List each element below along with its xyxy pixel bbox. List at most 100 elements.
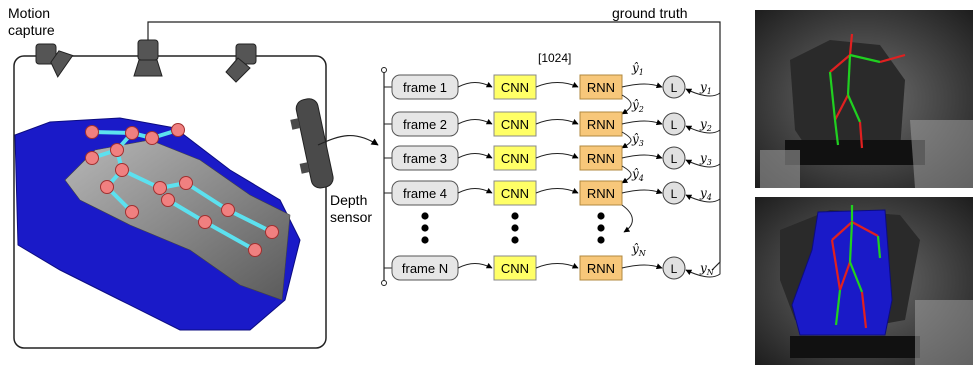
cnn-box — [493, 145, 537, 171]
rnn-to-loss-arrow — [621, 188, 663, 195]
depth-sensor-label-line2: sensor — [330, 209, 372, 225]
skeleton-bone — [848, 261, 864, 293]
rnn-label: RNN — [587, 117, 615, 132]
joint-marker — [265, 225, 279, 239]
frame-label: frame 3 — [403, 151, 447, 166]
joint-marker — [198, 215, 212, 229]
recurrent-arrow — [621, 165, 632, 184]
loss-node — [662, 112, 686, 136]
skeleton-bone — [846, 54, 852, 96]
loss-node — [662, 181, 686, 205]
loss-label: L — [671, 152, 678, 166]
skeleton-bone — [879, 53, 906, 64]
ellipsis-dot — [421, 224, 429, 232]
recurrent-arrow — [621, 131, 632, 149]
cnn-box — [493, 180, 537, 206]
depth-photo-top — [755, 10, 973, 188]
joint-marker — [85, 151, 99, 165]
cnn-to-rnn-arrow — [535, 82, 579, 88]
rnn-box — [579, 111, 623, 137]
target-label: yN — [699, 261, 715, 277]
skeleton-bone — [834, 94, 849, 121]
depth-photo-bottom — [755, 197, 973, 365]
cnn-to-rnn-arrow — [535, 153, 579, 159]
rnn-label: RNN — [587, 261, 615, 276]
rnn-box — [579, 255, 623, 281]
bone — [184, 181, 230, 212]
cnn-label: CNN — [501, 151, 529, 166]
frames-ellipsis — [421, 212, 429, 244]
joint-marker — [145, 131, 159, 145]
prediction-label: ŷ3 — [631, 132, 644, 148]
joint-marker — [110, 143, 124, 157]
target-label: y2 — [699, 117, 712, 133]
ground-truth-cable — [147, 21, 721, 271]
bracket-end-top — [381, 67, 387, 73]
joint-marker — [125, 205, 139, 219]
ground-truth-label: ground truth — [612, 5, 688, 21]
frame-to-cnn-arrow — [457, 81, 493, 88]
joint-marker — [153, 181, 167, 195]
bone — [120, 168, 162, 190]
rnn-label: RNN — [587, 186, 615, 201]
rnn-to-loss-arrow — [621, 119, 663, 126]
skeleton-bone — [830, 239, 842, 291]
cnn-to-rnn-arrow — [535, 188, 579, 194]
skeleton-bone — [858, 121, 864, 149]
prediction-label: ŷ1 — [631, 61, 644, 77]
prediction-label: ŷN — [631, 242, 647, 258]
joint-marker — [85, 125, 99, 139]
motion-capture-label-line2: capture — [8, 22, 55, 38]
motion-capture-label-line1: Motion — [8, 5, 50, 21]
frame-label: frame N — [402, 261, 448, 276]
rnn-ellipsis — [597, 212, 605, 244]
skeleton-bone — [829, 54, 851, 73]
depth-sensor-label-line1: Depth — [330, 192, 367, 208]
frame-to-cnn-arrow — [457, 187, 493, 194]
skeleton-bone — [833, 119, 840, 146]
ellipsis-dot — [597, 224, 605, 232]
skeleton-bone — [838, 261, 852, 291]
pipeline-row: frame 3 CNN RNN Lŷ3 y3 — [384, 132, 721, 184]
prediction-label: ŷ4 — [631, 167, 644, 183]
ellipsis-dot — [511, 236, 519, 244]
cnn-label: CNN — [501, 186, 529, 201]
joint-marker — [125, 126, 139, 140]
rnn-label: RNN — [587, 151, 615, 166]
target-to-loss-arrow — [685, 256, 721, 278]
frame-label: frame 1 — [403, 80, 447, 95]
cnn-box — [493, 255, 537, 281]
camera-icon — [35, 43, 74, 78]
loss-node — [662, 256, 686, 280]
recurrent-arrow — [621, 204, 633, 233]
rnn-to-loss-arrow — [621, 153, 663, 160]
camera-icon — [133, 39, 163, 77]
rnn-label: RNN — [587, 80, 615, 95]
target-label: y1 — [699, 80, 712, 96]
cnn-ellipsis — [511, 212, 519, 244]
camera-icon — [225, 43, 257, 83]
ellipsis-dot — [511, 224, 519, 232]
frame-to-cnn-arrow — [457, 262, 493, 269]
loss-label: L — [671, 187, 678, 201]
skeleton-bone — [849, 53, 881, 64]
loss-node — [662, 75, 686, 99]
joint-marker — [179, 176, 193, 190]
joint-marker — [221, 203, 235, 217]
target-label: y3 — [699, 151, 712, 167]
joint-marker — [248, 243, 262, 257]
bone — [166, 198, 207, 224]
loss-label: L — [671, 118, 678, 132]
body-joints — [85, 123, 279, 257]
ellipsis-dot — [421, 236, 429, 244]
loss-node — [662, 146, 686, 170]
cnn-label: CNN — [501, 261, 529, 276]
depth-to-frames-arrow — [317, 134, 379, 146]
bracket-end-bottom — [381, 280, 387, 286]
skeleton-bone — [851, 221, 879, 237]
cnn-to-rnn-arrow — [535, 263, 579, 269]
